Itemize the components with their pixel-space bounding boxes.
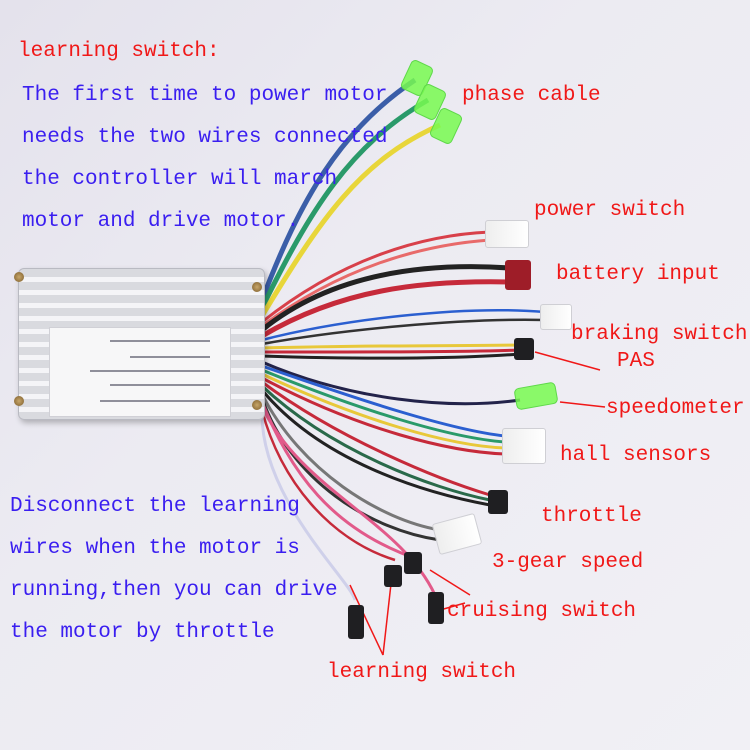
battery-t-connector bbox=[505, 260, 531, 290]
bolt-icon bbox=[252, 400, 262, 410]
bottom-note-line: wires when the motor is bbox=[10, 537, 300, 560]
bottom-note-line: Disconnect the learning bbox=[10, 495, 300, 518]
bolt-icon bbox=[252, 282, 262, 292]
bottom-note-line: running,then you can drive bbox=[10, 579, 338, 602]
top-note-line: The first time to power motor bbox=[22, 84, 388, 107]
top-note-line: the controller will march bbox=[22, 168, 338, 191]
top-note-heading: learning switch: bbox=[18, 40, 220, 63]
pas-connector bbox=[514, 338, 534, 360]
learning-connector-2 bbox=[348, 605, 364, 639]
label-learning-switch: learning switch bbox=[327, 661, 517, 684]
cruising-connector bbox=[404, 552, 422, 574]
learning-connector bbox=[384, 565, 402, 587]
hall-connector bbox=[502, 428, 546, 464]
label-pas: PAS bbox=[617, 350, 655, 373]
bolt-icon bbox=[14, 272, 24, 282]
top-note-line: motor and drive motor. bbox=[22, 210, 300, 233]
motor-controller bbox=[18, 268, 265, 420]
label-3-gear-speed: 3-gear speed bbox=[492, 551, 644, 574]
braking-connector bbox=[540, 304, 572, 330]
label-throttle: throttle bbox=[541, 505, 642, 528]
power-switch-connector bbox=[485, 220, 529, 248]
label-cruising-switch: cruising switch bbox=[447, 600, 637, 623]
label-power-switch: power switch bbox=[534, 199, 686, 222]
label-battery-input: battery input bbox=[556, 263, 720, 286]
label-phase-cable: phase cable bbox=[462, 84, 601, 107]
bottom-note-line: the motor by throttle bbox=[10, 621, 275, 644]
cruising-connector-2 bbox=[428, 592, 444, 624]
throttle-connector bbox=[488, 490, 508, 514]
label-braking-switch: braking switch bbox=[571, 323, 748, 346]
label-hall-sensors: hall sensors bbox=[560, 444, 712, 467]
controller-label-sticker bbox=[49, 327, 231, 417]
top-note-line: needs the two wires connected bbox=[22, 126, 388, 149]
bolt-icon bbox=[14, 396, 24, 406]
label-speedometer: speedometer bbox=[606, 397, 745, 420]
